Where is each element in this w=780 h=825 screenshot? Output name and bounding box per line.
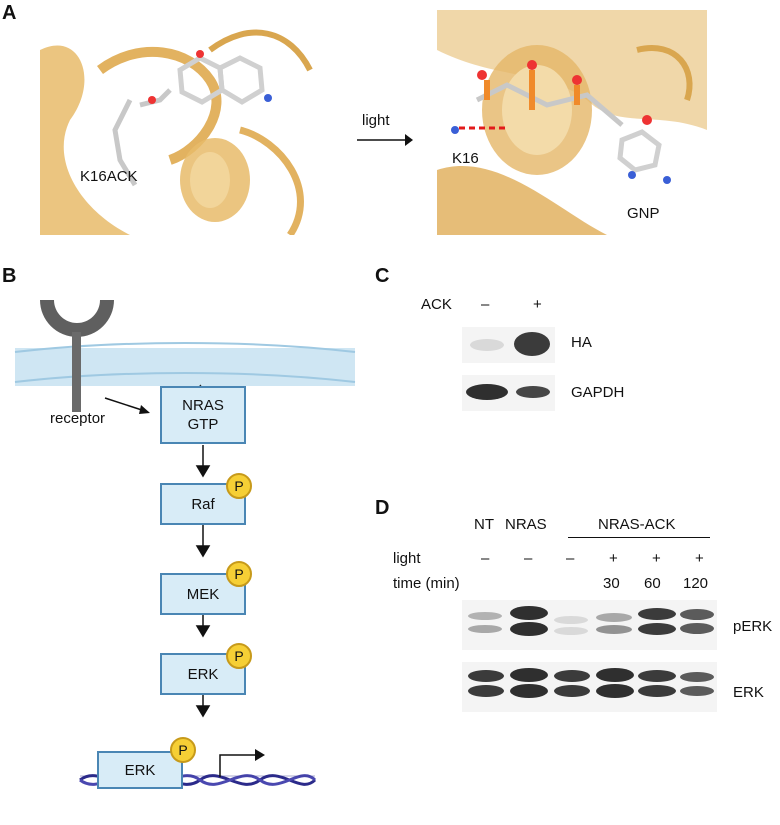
receptor-head [40, 300, 114, 337]
ack-plus: + [533, 296, 542, 313]
receptor-label: receptor [50, 410, 106, 427]
light-mark-5: + [652, 550, 661, 567]
group-label-nras: NRAS [505, 516, 547, 533]
time-value-120: 120 [683, 575, 709, 592]
time-value-60: 60 [644, 575, 661, 592]
band-label-ha: HA [571, 334, 592, 351]
light-mark-4: + [609, 550, 618, 567]
band-label-gapdh: GAPDH [571, 384, 625, 401]
band-label-perk: pERK [733, 618, 773, 635]
membrane [15, 348, 355, 386]
ligand-label-gnp: GNP [627, 205, 660, 222]
band-label-erk: ERK [733, 684, 764, 701]
time-value-30: 30 [603, 575, 620, 592]
panel-label-b: B [2, 265, 17, 287]
blot-ha [462, 327, 555, 363]
time-row-label: time (min) [393, 575, 460, 592]
group-label-nt: NT [474, 516, 494, 533]
panel-label-d: D [375, 497, 390, 519]
panel-label-c: C [375, 265, 390, 287]
light-mark-3: – [566, 550, 575, 567]
group-label-nras-ack: NRAS-ACK [598, 516, 676, 533]
blot-gapdh [462, 375, 555, 411]
mek-box: MEK [160, 573, 246, 615]
light-arrow [357, 134, 413, 146]
pathway-arrows [195, 445, 211, 718]
panel-label-a: A [2, 2, 17, 24]
raf-box: Raf [160, 483, 246, 525]
erk-nucleus-box: ERK [97, 751, 183, 789]
nras-gtp-box: NRAS GTP [160, 386, 246, 444]
blot-perk [462, 600, 717, 650]
phospho-badge-erk-nucleus: P [170, 737, 196, 763]
ack-minus: – [481, 296, 490, 313]
residue-label-k16ack: K16ACK [80, 168, 138, 185]
light-label: light [362, 112, 390, 129]
phospho-badge-raf: P [226, 473, 252, 499]
signaling-pathway-diagram [14, 300, 356, 786]
light-mark-1: – [481, 550, 490, 567]
residue-label-k16: K16 [452, 150, 479, 167]
ack-row-label: ACK [421, 296, 452, 313]
light-mark-6: + [695, 550, 704, 567]
blot-erk [462, 662, 717, 712]
protein-structure-left [40, 10, 325, 235]
light-mark-2: – [524, 550, 533, 567]
receptor-stem [72, 332, 81, 412]
group-underline [568, 537, 710, 538]
protein-structure-right [437, 10, 707, 235]
light-row-label: light [393, 550, 421, 567]
phospho-badge-erk: P [226, 643, 252, 669]
phospho-badge-mek: P [226, 561, 252, 587]
